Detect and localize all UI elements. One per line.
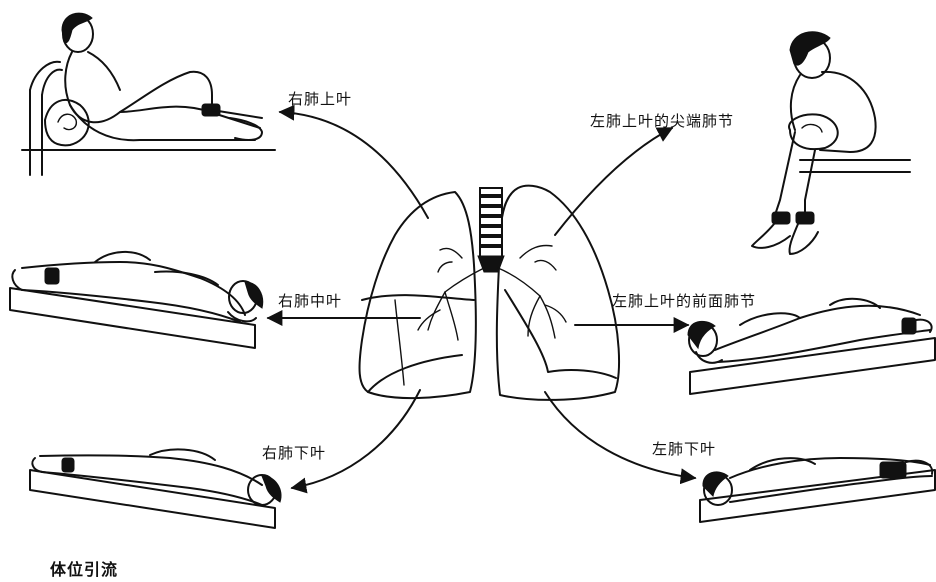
patient-lying-incline-right bbox=[688, 299, 935, 394]
figure-caption: 体位引流 bbox=[50, 556, 118, 580]
patient-sitting-forward bbox=[752, 32, 910, 254]
label-left-upper-lobe-apical: 左肺上叶的尖端肺节 bbox=[590, 110, 734, 131]
label-left-lower-lobe: 左肺下叶 bbox=[652, 438, 716, 459]
patient-lying-bottom-left bbox=[30, 449, 281, 528]
label-right-middle-lobe: 右肺中叶 bbox=[278, 290, 342, 311]
patient-lying-incline-left bbox=[10, 252, 263, 348]
label-right-lower-lobe: 右肺下叶 bbox=[262, 442, 326, 463]
lungs-illustration bbox=[360, 186, 620, 400]
label-left-upper-lobe-anterior: 左肺上叶的前面肺节 bbox=[612, 290, 756, 311]
label-right-upper-lobe: 右肺上叶 bbox=[288, 88, 352, 109]
patient-lying-bottom-right bbox=[700, 458, 935, 522]
patient-sitting-reclined bbox=[22, 13, 275, 175]
